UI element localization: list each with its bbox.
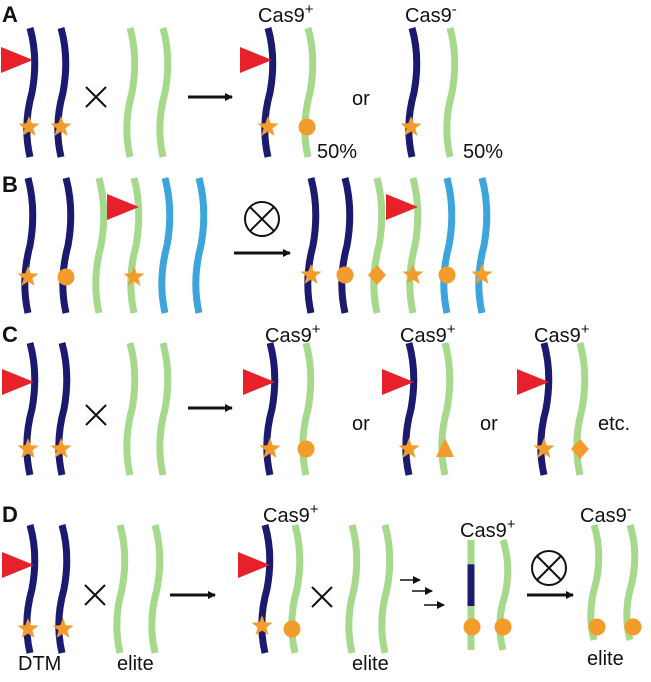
cas9-marker-icon xyxy=(517,369,549,395)
star-allele-icon xyxy=(471,264,493,284)
circle-allele-icon xyxy=(57,268,75,286)
cas9-marker-icon xyxy=(2,552,34,578)
cas9-marker-icon xyxy=(107,194,139,220)
chromosome xyxy=(156,27,172,158)
chromosome xyxy=(127,177,143,314)
star-allele-icon xyxy=(18,116,40,136)
chromosome xyxy=(54,27,70,158)
cas9-positive-label: Cas9+ xyxy=(258,1,314,27)
dtm-label: DTM xyxy=(18,653,61,675)
cas9-marker-icon xyxy=(243,369,275,395)
cas9-positive-label: Cas9+ xyxy=(400,321,456,347)
cas9-marker-icon xyxy=(382,369,414,395)
chromosome xyxy=(21,177,37,314)
chromosome xyxy=(443,27,459,158)
cas9-positive-label: Cas9+ xyxy=(263,501,319,527)
chromosome xyxy=(123,342,139,476)
chromosome xyxy=(55,342,71,476)
star-allele-icon xyxy=(533,438,555,458)
chromosome xyxy=(378,524,394,654)
star-allele-icon xyxy=(300,264,322,284)
chromosome xyxy=(301,27,317,158)
star-allele-icon xyxy=(400,116,422,136)
etc-label: etc. xyxy=(598,413,630,435)
star-allele-icon xyxy=(402,264,424,284)
cas9-marker-icon xyxy=(238,552,270,578)
star-allele-icon xyxy=(257,116,279,136)
star-allele-icon xyxy=(17,266,39,286)
chromosome xyxy=(261,27,277,158)
panel-letter-a: A xyxy=(2,2,18,27)
cas9-marker-icon xyxy=(1,47,33,73)
diamond-allele-icon xyxy=(368,265,386,285)
chromosome xyxy=(406,177,422,314)
chromosome xyxy=(156,342,172,476)
circle-allele-icon xyxy=(588,618,606,636)
circle-allele-icon xyxy=(624,618,642,636)
chromosome xyxy=(304,177,320,314)
cas9-positive-label: Cas9+ xyxy=(460,516,516,542)
chromosome xyxy=(370,177,386,314)
cas9-positive-label: Cas9+ xyxy=(534,321,590,347)
chromosome xyxy=(59,177,75,314)
cross-icon xyxy=(84,584,106,606)
triangle-allele-icon xyxy=(436,438,454,457)
chromosome xyxy=(113,524,129,654)
chromosome xyxy=(405,27,421,158)
chromosome xyxy=(440,177,456,314)
cas9-marker-icon xyxy=(386,194,418,220)
circle-allele-icon xyxy=(283,620,301,638)
panel-letter-b: B xyxy=(2,172,18,197)
circled-x-icon xyxy=(244,201,280,237)
or-label: or xyxy=(352,88,370,110)
star-allele-icon xyxy=(251,615,273,635)
panel-letter-c: C xyxy=(2,322,18,347)
circle-allele-icon xyxy=(297,440,315,458)
chromosome xyxy=(338,177,354,314)
star-allele-icon xyxy=(259,438,281,458)
circle-allele-icon xyxy=(298,118,316,136)
panel-letter-d: D xyxy=(2,502,18,527)
cross-icon xyxy=(311,586,333,608)
star-allele-icon xyxy=(398,438,420,458)
chromosome xyxy=(475,177,491,314)
percent-label: 50% xyxy=(463,141,503,163)
cross-icon xyxy=(85,404,107,426)
chromosome xyxy=(192,177,208,314)
or-label: or xyxy=(480,413,498,435)
star-allele-icon xyxy=(52,618,74,638)
elite-label: elite xyxy=(352,653,389,675)
star-allele-icon xyxy=(17,438,39,458)
chromosome xyxy=(123,27,139,158)
cas9-negative-label: Cas9- xyxy=(405,1,457,27)
elite-label: elite xyxy=(587,648,624,670)
circled-x-icon xyxy=(531,550,567,586)
star-allele-icon xyxy=(17,618,39,638)
circle-allele-icon xyxy=(494,618,512,636)
circle-allele-icon xyxy=(463,618,481,636)
diamond-allele-icon xyxy=(571,439,589,459)
circle-allele-icon xyxy=(336,266,354,284)
chromosome xyxy=(345,524,361,654)
star-allele-icon xyxy=(50,438,72,458)
chromosome xyxy=(148,524,164,654)
star-allele-icon xyxy=(123,266,145,286)
chromosome xyxy=(23,342,39,476)
elite-label: elite xyxy=(117,653,154,675)
cas9-marker-icon xyxy=(2,369,34,395)
star-allele-icon xyxy=(50,116,72,136)
or-label: or xyxy=(352,413,370,435)
chromosome xyxy=(23,27,39,158)
cas9-negative-label: Cas9- xyxy=(580,501,632,527)
cas9-positive-label: Cas9+ xyxy=(265,321,321,347)
percent-label: 50% xyxy=(317,141,357,163)
chromosome xyxy=(258,524,274,654)
chromosome xyxy=(158,177,174,314)
chromosome xyxy=(92,177,108,314)
cas9-marker-icon xyxy=(240,47,272,73)
cross-icon xyxy=(85,86,107,108)
circle-allele-icon xyxy=(438,266,456,284)
